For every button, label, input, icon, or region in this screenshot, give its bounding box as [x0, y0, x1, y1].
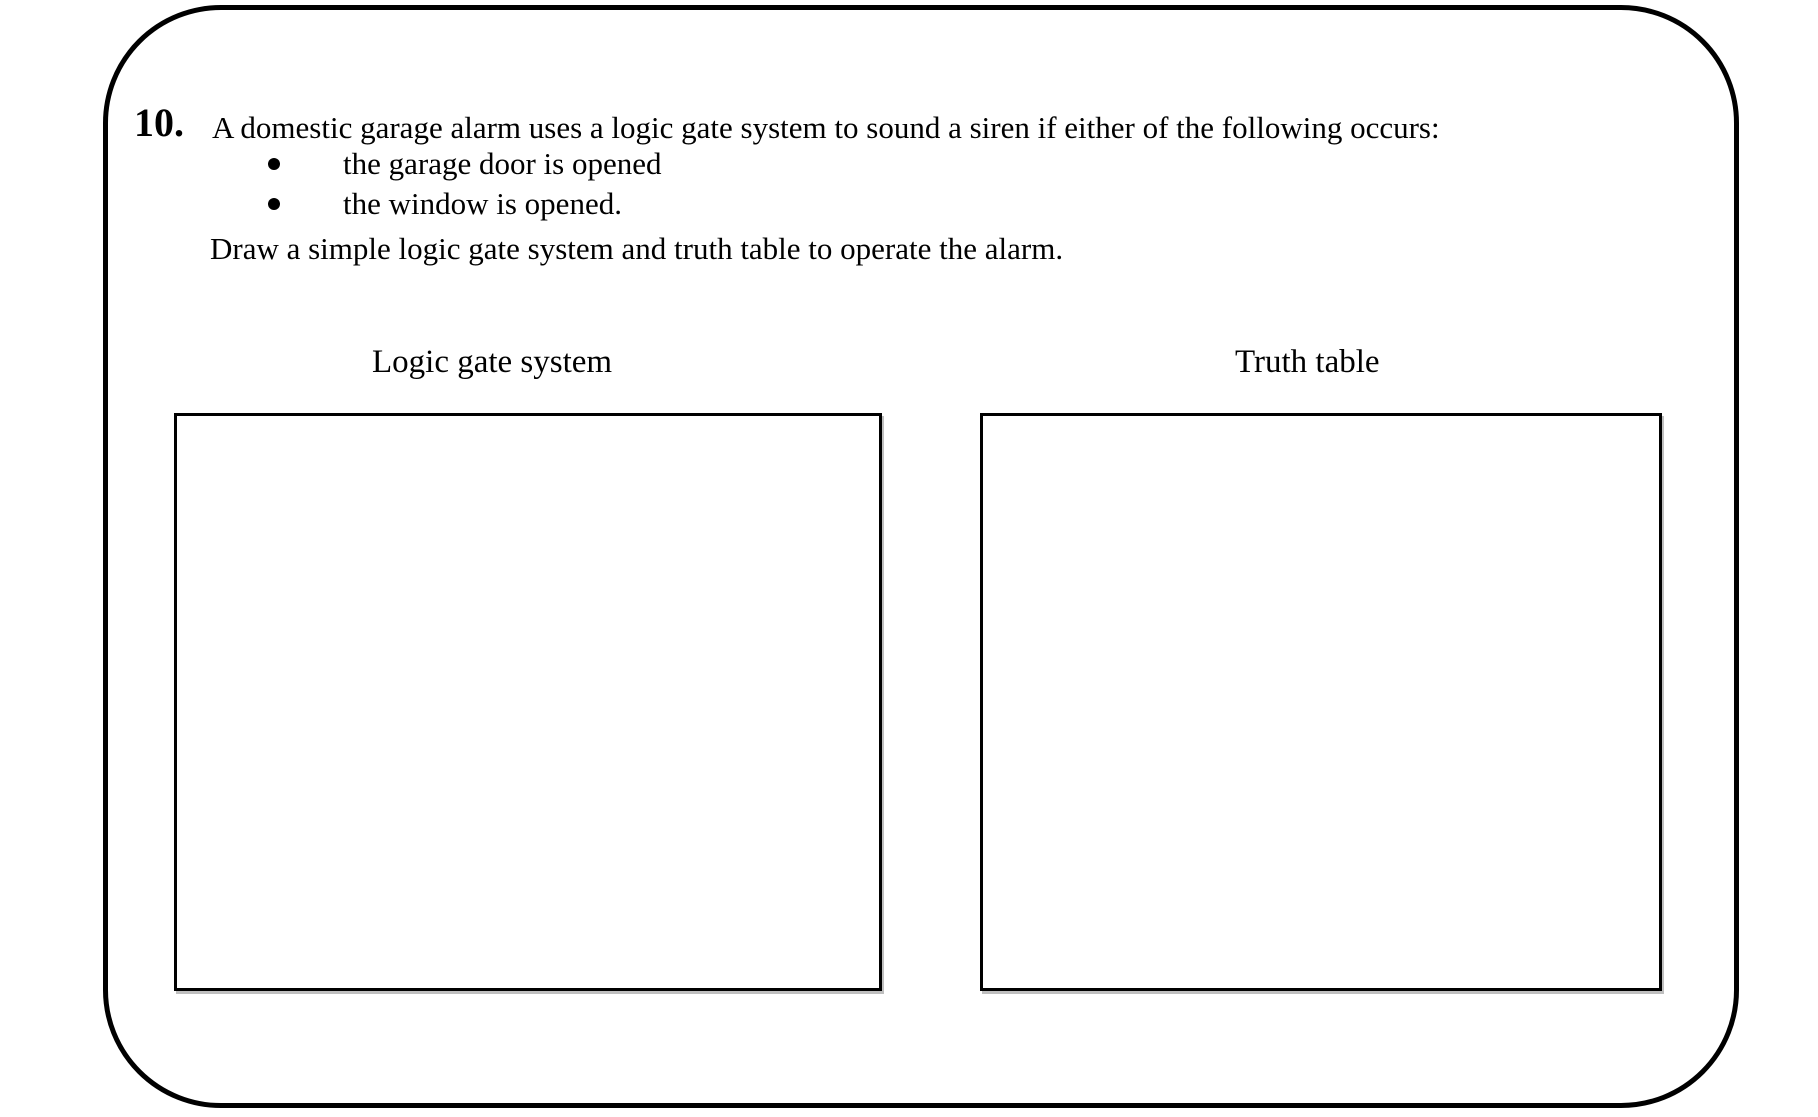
bullet-icon [268, 197, 280, 210]
question-number: 10. [134, 100, 184, 145]
truth-table-answer-box[interactable] [980, 413, 1662, 991]
question-instruction: Draw a simple logic gate system and trut… [210, 231, 1064, 266]
question-text: A domestic garage alarm uses a logic gat… [212, 110, 1440, 145]
bullet-icon [268, 157, 280, 170]
bullet-item: the window is opened. [268, 188, 622, 219]
bullet-item: the garage door is opened [268, 148, 662, 179]
bullet-text: the garage door is opened [343, 146, 662, 181]
truth-table-label: Truth table [1235, 344, 1380, 380]
bullet-text: the window is opened. [343, 186, 622, 221]
logic-gate-system-label: Logic gate system [372, 344, 613, 380]
logic-gate-system-answer-box[interactable] [174, 413, 882, 991]
